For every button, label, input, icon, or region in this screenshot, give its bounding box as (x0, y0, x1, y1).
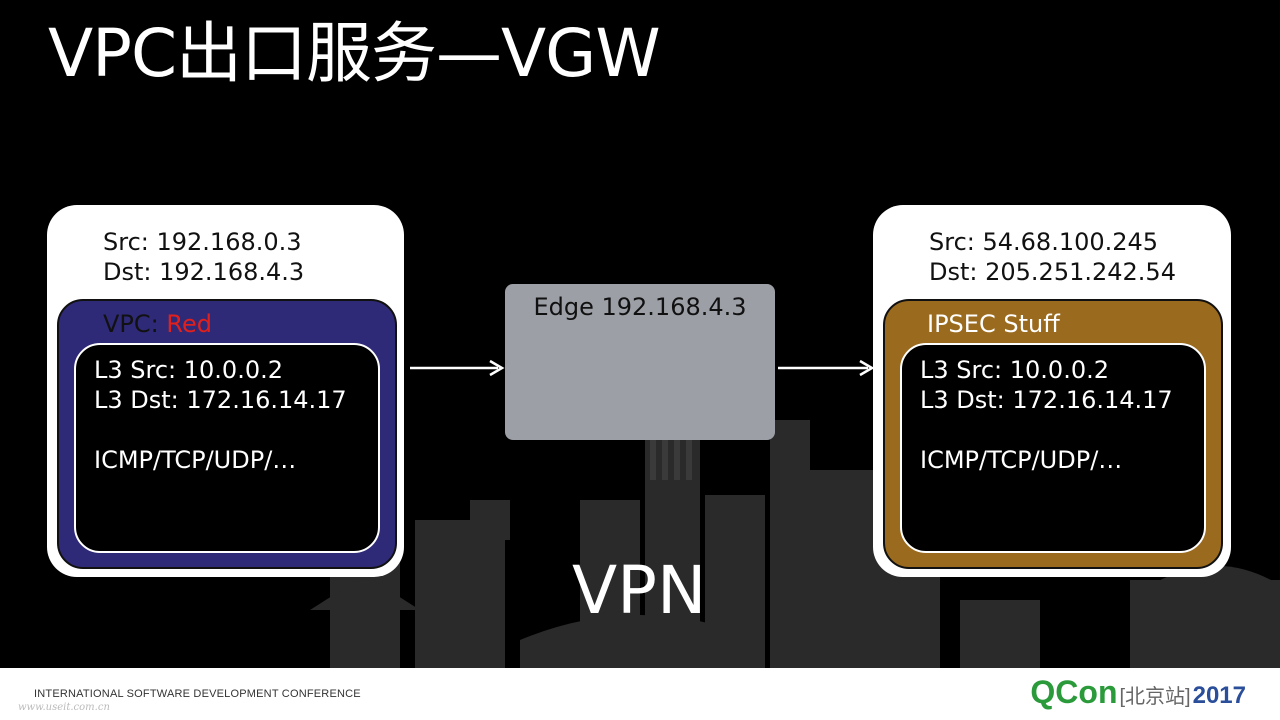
city-skyline-background (310, 420, 1280, 668)
right-l3-dst: L3 Dst: 172.16.14.17 (920, 386, 1173, 414)
vpn-label: VPN (572, 552, 707, 629)
right-inner-packet: L3 Src: 10.0.0.2 L3 Dst: 172.16.14.17 IC… (900, 343, 1206, 553)
left-inner-packet: L3 Src: 10.0.0.2 L3 Dst: 172.16.14.17 IC… (74, 343, 380, 553)
edge-label: Edge 192.168.4.3 (533, 293, 747, 321)
logo-city: [北京站] (1119, 686, 1191, 708)
arrow-left-to-edge (410, 359, 505, 377)
right-src-text: Src: 54.68.100.245 (929, 228, 1159, 256)
vpc-label-prefix: VPC: (103, 310, 167, 338)
left-dst-text: Dst: 192.168.4.3 (103, 258, 305, 286)
vpc-red-container: VPC: Red L3 Src: 10.0.0.2 L3 Dst: 172.16… (57, 299, 397, 569)
conference-name: INTERNATIONAL SOFTWARE DEVELOPMENT CONFE… (34, 688, 361, 700)
logo-con: Con (1055, 674, 1118, 710)
slide-title: VPC出口服务—VGW (48, 15, 661, 92)
right-protocols: ICMP/TCP/UDP/… (920, 446, 1123, 474)
right-l3-src: L3 Src: 10.0.0.2 (920, 356, 1109, 384)
ipsec-container: IPSEC Stuff L3 Src: 10.0.0.2 L3 Dst: 172… (883, 299, 1223, 569)
left-packet-box: Src: 192.168.0.3 Dst: 192.168.4.3 VPC: R… (47, 205, 404, 577)
vpc-label-highlight: Red (166, 310, 212, 338)
left-protocols: ICMP/TCP/UDP/… (94, 446, 297, 474)
vpc-label: VPC: Red (103, 309, 212, 339)
right-packet-box: Src: 54.68.100.245 Dst: 205.251.242.54 I… (873, 205, 1231, 577)
left-l3-dst: L3 Dst: 172.16.14.17 (94, 386, 347, 414)
ipsec-label: IPSEC Stuff (927, 310, 1060, 338)
slide-footer: INTERNATIONAL SOFTWARE DEVELOPMENT CONFE… (0, 668, 1280, 720)
logo-year: 2017 (1192, 682, 1246, 709)
watermark-text: www.useit.com.cn (18, 702, 110, 713)
arrow-edge-to-right (778, 359, 875, 377)
right-dst-text: Dst: 205.251.242.54 (929, 258, 1176, 286)
edge-gateway-box: Edge 192.168.4.3 (505, 284, 775, 440)
logo-q: Q (1030, 674, 1056, 710)
left-src-text: Src: 192.168.0.3 (103, 228, 302, 256)
left-l3-src: L3 Src: 10.0.0.2 (94, 356, 283, 384)
